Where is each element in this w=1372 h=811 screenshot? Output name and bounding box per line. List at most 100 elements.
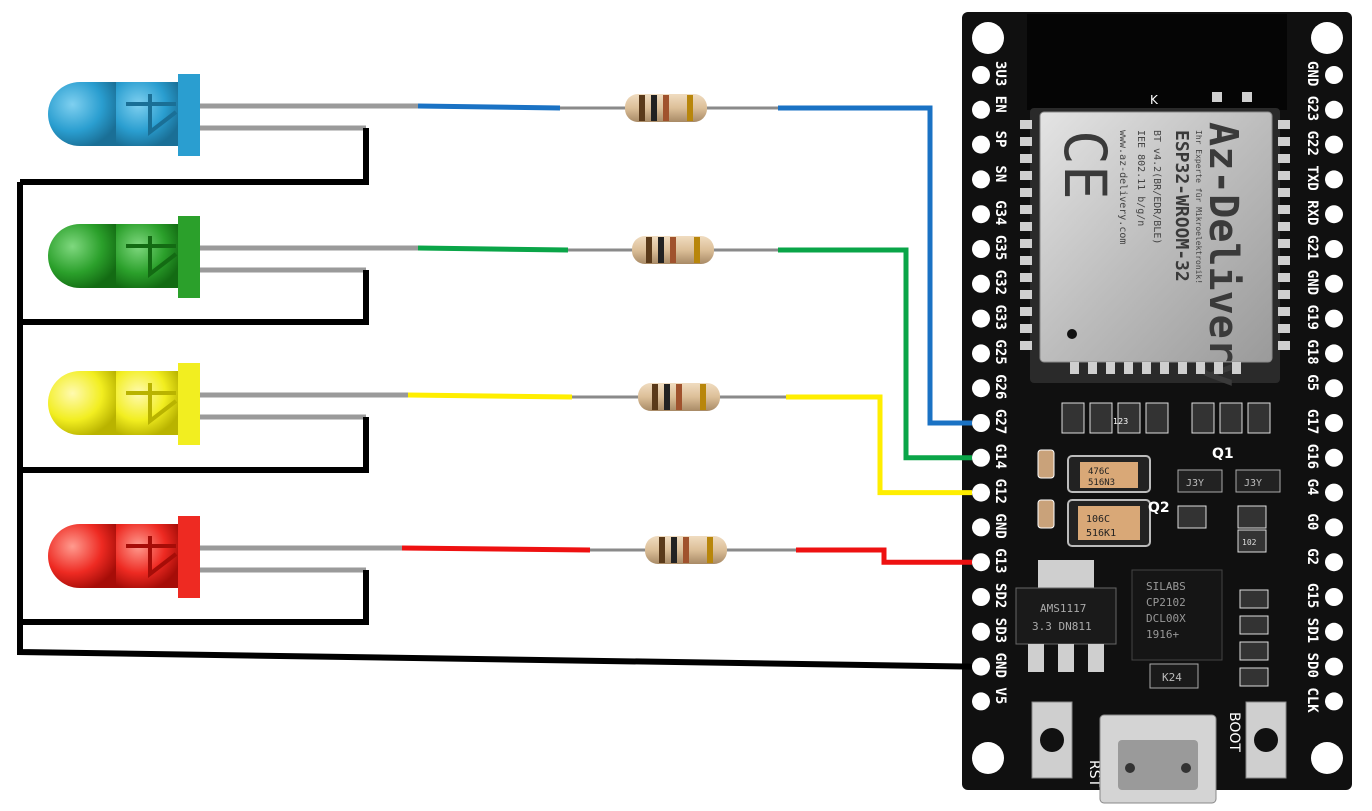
right-pin-label: G0 bbox=[1304, 513, 1320, 530]
rst-label: RST bbox=[1086, 760, 1102, 788]
left-pin-label: SD3 bbox=[992, 618, 1008, 643]
module-pad bbox=[1278, 324, 1290, 333]
left-pin-label: GND bbox=[992, 653, 1008, 678]
resistor-band bbox=[639, 95, 645, 121]
pin-hole-right bbox=[1325, 100, 1343, 119]
module-pad bbox=[1278, 137, 1290, 146]
smd-label-102: 102 bbox=[1242, 538, 1257, 547]
led-flange bbox=[178, 516, 200, 598]
ground-return-wire bbox=[20, 417, 369, 473]
right-pin-label: G19 bbox=[1304, 305, 1320, 330]
led-die bbox=[126, 94, 178, 137]
module-pad bbox=[1020, 154, 1032, 163]
left-pin-label: G27 bbox=[992, 409, 1008, 434]
led-die bbox=[126, 236, 178, 279]
q2-label: Q2 bbox=[1148, 500, 1170, 516]
q2-marking: J3Y bbox=[1244, 478, 1262, 489]
module-pad bbox=[1278, 154, 1290, 163]
right-pin-label: G18 bbox=[1304, 339, 1320, 364]
resistor-band bbox=[664, 384, 670, 410]
pin-hole-right bbox=[1325, 588, 1343, 606]
right-pin-label: RXD bbox=[1304, 200, 1320, 225]
resistor-band bbox=[670, 237, 676, 263]
boot-button[interactable] bbox=[1245, 701, 1287, 779]
led-blue bbox=[20, 74, 972, 426]
module-pad bbox=[1278, 239, 1290, 248]
module-pad bbox=[1160, 362, 1169, 374]
usb-chip-line4: 1916+ bbox=[1146, 628, 1179, 641]
regulator-line1: AMS1117 bbox=[1040, 602, 1086, 615]
module-pad bbox=[1020, 239, 1032, 248]
resistor-band bbox=[646, 237, 652, 263]
led-red bbox=[20, 516, 972, 625]
left-pin-label: G12 bbox=[992, 479, 1008, 504]
module-pad bbox=[1020, 205, 1032, 214]
left-pin-label: GND bbox=[992, 513, 1008, 538]
module-brand: Az-Delivery bbox=[1200, 122, 1246, 387]
led-dome bbox=[48, 224, 118, 288]
cap2-line1: 106C bbox=[1086, 514, 1110, 525]
module-bt: BT v4.2(BR/EDR/BLE) bbox=[1151, 130, 1162, 244]
micro-usb-port[interactable] bbox=[1099, 714, 1217, 804]
antenna-mark: K bbox=[1150, 93, 1159, 107]
module-pad bbox=[1106, 362, 1115, 374]
wire-led-to-resistor bbox=[401, 545, 591, 553]
left-pin-label: G13 bbox=[992, 548, 1008, 573]
right-pin-label: GND bbox=[1304, 61, 1320, 86]
left-pin-label: G35 bbox=[992, 235, 1008, 260]
right-pin-label: G17 bbox=[1304, 409, 1320, 434]
left-pin-label: G26 bbox=[992, 374, 1008, 399]
wire-led-to-resistor bbox=[417, 245, 569, 253]
right-pin-label: TXD bbox=[1304, 165, 1320, 190]
pin-hole-left bbox=[972, 274, 990, 293]
resistor-band bbox=[658, 237, 664, 263]
q1-marking: J3Y bbox=[1186, 478, 1204, 489]
module-pad bbox=[1020, 222, 1032, 231]
pin-hole-left bbox=[972, 379, 990, 398]
left-pin-label: SP bbox=[992, 131, 1008, 148]
resistor-band bbox=[651, 95, 657, 121]
module-pad bbox=[1020, 324, 1032, 333]
module-pad bbox=[1278, 256, 1290, 265]
module-pad bbox=[1088, 362, 1097, 374]
esp32-board: K Az-Delivery Ihr Experte für Mikroelekt… bbox=[962, 12, 1352, 804]
resistor-band bbox=[663, 95, 669, 121]
led-flange bbox=[178, 363, 200, 445]
resistor-band bbox=[687, 95, 693, 121]
left-pin-label: G32 bbox=[992, 270, 1008, 295]
resistor bbox=[625, 94, 707, 122]
left-pin-labels: 3U3ENSPSNG34G35G32G33G25G26G27G14G12GNDG… bbox=[992, 61, 1008, 704]
pin-hole-right bbox=[1325, 135, 1343, 154]
module-pad bbox=[1020, 307, 1032, 316]
pin-hole-left bbox=[972, 344, 990, 363]
smd-components: 123 476C 516N3 106C 516K1 Q1 Q2 J3Y bbox=[1015, 402, 1281, 689]
right-pin-label: SD1 bbox=[1304, 618, 1320, 643]
ground-return-wire bbox=[20, 270, 369, 325]
module-tagline: Ihr Experte für Mikroelektronik! bbox=[1194, 130, 1203, 284]
pin-hole-left bbox=[972, 100, 990, 119]
module-pad bbox=[1278, 171, 1290, 180]
right-pin-label: G2 bbox=[1304, 548, 1320, 565]
left-pin-label: G33 bbox=[992, 305, 1008, 330]
module-pad bbox=[1020, 171, 1032, 180]
pin-hole-left bbox=[972, 205, 990, 224]
pin-hole-right bbox=[1325, 309, 1343, 328]
rst-button[interactable] bbox=[1031, 701, 1073, 779]
module-pad bbox=[1214, 362, 1223, 374]
module-pad bbox=[1020, 137, 1032, 146]
pin-hole-right bbox=[1325, 692, 1343, 711]
mount-hole-bottom-left bbox=[972, 742, 1004, 774]
pin-hole-right bbox=[1325, 518, 1343, 537]
module-pad bbox=[1278, 307, 1290, 316]
module-pad bbox=[1232, 362, 1241, 374]
wire-resistor-to-pin bbox=[778, 105, 972, 426]
left-pin-label: G25 bbox=[992, 339, 1008, 364]
pin-hole-left bbox=[972, 518, 990, 537]
left-header-pins bbox=[972, 66, 990, 711]
ground-return-wire bbox=[20, 128, 369, 185]
right-header-pins bbox=[1325, 66, 1343, 711]
pin-hole-left bbox=[972, 66, 990, 84]
pin-hole-left bbox=[972, 240, 990, 258]
pin-hole-right bbox=[1325, 553, 1343, 572]
right-pin-label: SD0 bbox=[1304, 653, 1320, 678]
